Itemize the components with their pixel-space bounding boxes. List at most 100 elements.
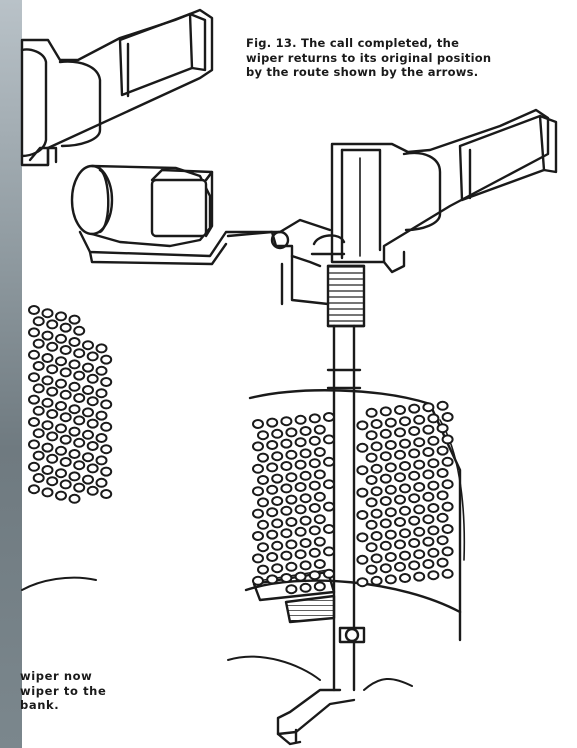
contact-dot [28, 417, 40, 427]
contact-dot [356, 554, 369, 565]
contact-dot [252, 553, 264, 564]
contact-dot [257, 519, 269, 530]
contact-dot [68, 449, 81, 459]
contact-dot [271, 563, 284, 574]
contact-dot [436, 445, 449, 456]
contact-dot [271, 540, 284, 551]
contact-dot [55, 378, 67, 389]
wiper-arm [252, 569, 336, 624]
contact-dot [408, 448, 421, 459]
contact-dot [370, 508, 383, 519]
contact-dot [384, 529, 397, 540]
contact-dot [441, 568, 454, 579]
contact-dot [294, 549, 307, 560]
contact-dot [323, 479, 335, 490]
contact-dot [308, 503, 321, 513]
contact-dot [68, 314, 81, 325]
contact-dot [436, 400, 449, 411]
contact-dot [365, 475, 378, 485]
contact-dot [294, 437, 307, 448]
contact-dot [46, 409, 59, 419]
contact-dot [365, 519, 378, 530]
contact-dot [252, 508, 264, 519]
contact-dot [100, 489, 113, 499]
contact-dot [384, 417, 397, 428]
contact-dot [285, 449, 298, 460]
contact-dot [257, 452, 269, 463]
contact-dot [313, 536, 326, 547]
contact-dot [294, 482, 307, 492]
contact-dot [436, 535, 449, 546]
contact-dot [86, 418, 99, 429]
contact-dot [370, 553, 383, 564]
contact-dot [436, 423, 449, 434]
contact-dot [95, 433, 108, 443]
linkage-arms [226, 230, 330, 306]
contact-dot [280, 550, 293, 561]
contact-dot [280, 573, 293, 583]
contact-dot [41, 330, 54, 341]
contact-dot [384, 462, 397, 473]
contact-dot [32, 473, 45, 483]
contact-dot [68, 359, 81, 370]
contact-dot [413, 549, 426, 560]
contact-dot [252, 575, 264, 586]
contact-dot [422, 424, 435, 435]
contact-dot [280, 483, 293, 494]
contact-dot [271, 451, 284, 462]
contact-dot [55, 333, 67, 344]
contact-dot [413, 504, 426, 515]
contact-dot [294, 459, 307, 470]
contact-dot [294, 414, 307, 425]
surface-strokes [21, 576, 413, 691]
contact-dot [313, 514, 326, 525]
contact-dot [379, 563, 392, 574]
contact-dot [100, 377, 113, 387]
contact-dot [86, 441, 99, 451]
contact-dot [32, 338, 45, 349]
contact-dot [86, 463, 99, 474]
contact-dot [427, 413, 440, 424]
contact-dot [308, 480, 321, 491]
contact-dot [73, 348, 86, 359]
contact-dot [441, 524, 454, 534]
contact-dot [285, 427, 298, 438]
contact-dot [280, 416, 293, 427]
contact-dot [55, 445, 67, 456]
contact-dot [408, 560, 421, 571]
contact-dot [394, 517, 406, 527]
contact-dot [413, 437, 426, 448]
contact-dot [59, 412, 72, 423]
contact-dot [413, 526, 426, 537]
contact-dot [82, 407, 94, 418]
contact-dot [285, 494, 298, 505]
contact-dot [68, 381, 81, 392]
contact-dot [384, 484, 397, 495]
contact-dot [313, 447, 326, 457]
contact-dot [313, 581, 326, 592]
contact-dot [413, 571, 426, 582]
contact-dot [422, 491, 435, 502]
contact-dot [32, 316, 45, 327]
contact-dot [68, 493, 81, 504]
contact-dot [28, 327, 40, 338]
contact-dot [427, 458, 440, 469]
contact-dot [356, 487, 369, 498]
contact-dot [365, 542, 378, 553]
contact-dot [413, 414, 426, 425]
contact-dot [32, 450, 45, 461]
contact-dot [100, 444, 113, 455]
contact-dot [86, 351, 99, 362]
partial-caption: wiper now wiper to the bank. [20, 669, 106, 713]
contact-dot [299, 560, 312, 571]
central-yoke [310, 108, 558, 274]
contact-dot [95, 343, 108, 354]
contact-dot [68, 471, 81, 482]
contact-dot [55, 468, 67, 479]
contact-dot [266, 440, 279, 450]
contact-dot [55, 311, 67, 322]
caption-line-3: by the route shown by the arrows. [246, 65, 479, 79]
contact-dot [379, 496, 392, 506]
contact-dot [422, 559, 435, 569]
contact-dot [257, 542, 269, 553]
